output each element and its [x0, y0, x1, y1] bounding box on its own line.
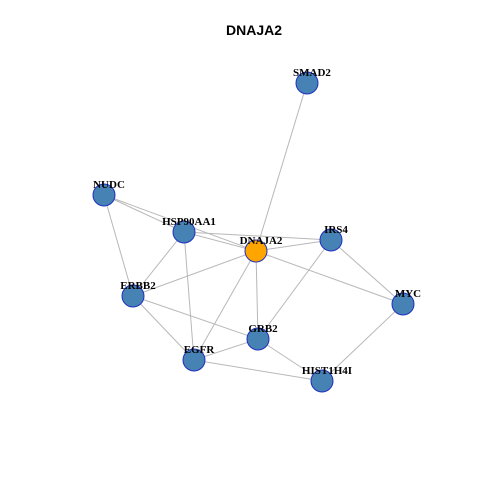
edge-hsp90aa1-dnaja2 [183, 231, 257, 252]
node-grb2: GRB2 [246, 323, 278, 351]
node-circle [246, 327, 270, 351]
edge-dnaja2-irs4 [255, 239, 332, 252]
node-erbb2: ERBB2 [120, 280, 156, 308]
edge-hsp90aa1-irs4 [183, 231, 332, 241]
edge-irs4-myc [330, 239, 404, 305]
node-label: SMAD2 [293, 67, 331, 79]
node-label: IRS4 [324, 224, 348, 236]
node-circle [310, 369, 334, 393]
edge-erbb2-egfr [132, 295, 195, 361]
edge-smad2-dnaja2 [255, 82, 308, 252]
edge-nudc-erbb2 [103, 194, 134, 297]
edge-dnaja2-myc [255, 250, 404, 305]
node-smad2: SMAD2 [293, 67, 331, 95]
node-label: GRB2 [248, 323, 278, 335]
node-label: EGFR [184, 344, 216, 356]
node-irs4: IRS4 [319, 224, 348, 252]
node-label: NUDC [93, 179, 125, 191]
node-dnaja2: DNAJA2 [240, 235, 283, 263]
node-circle [391, 292, 415, 316]
edge-hsp90aa1-egfr [183, 231, 195, 361]
node-hist1h4i: HIST1H4I [302, 365, 352, 393]
node-circle [244, 239, 268, 263]
node-circle [121, 284, 145, 308]
node-egfr: EGFR [182, 344, 216, 372]
edge-nudc-hsp90aa1 [103, 194, 185, 233]
node-label: HIST1H4I [302, 365, 352, 377]
node-circle [172, 220, 196, 244]
node-circle [295, 71, 319, 95]
edge-dnaja2-erbb2 [132, 250, 257, 297]
node-label: HSP90AA1 [162, 216, 216, 228]
edge-dnaja2-egfr [193, 250, 257, 361]
node-hsp90aa1: HSP90AA1 [162, 216, 216, 244]
edge-layer [103, 82, 404, 382]
edge-hsp90aa1-erbb2 [132, 231, 185, 297]
edge-egfr-hist1h4i [193, 359, 323, 382]
node-nudc: NUDC [92, 179, 125, 207]
edge-erbb2-grb2 [132, 295, 259, 340]
node-label: ERBB2 [120, 280, 156, 292]
edge-grb2-hist1h4i [257, 338, 323, 382]
node-circle [319, 228, 343, 252]
edge-dnaja2-grb2 [255, 250, 259, 340]
node-circle [182, 348, 206, 372]
diagram-title: DNAJA2 [226, 22, 282, 38]
edge-myc-hist1h4i [321, 303, 404, 382]
node-label: MYC [395, 288, 421, 300]
node-myc: MYC [391, 288, 421, 316]
edge-irs4-grb2 [257, 239, 332, 340]
node-label: DNAJA2 [240, 235, 283, 247]
node-circle [92, 183, 116, 207]
